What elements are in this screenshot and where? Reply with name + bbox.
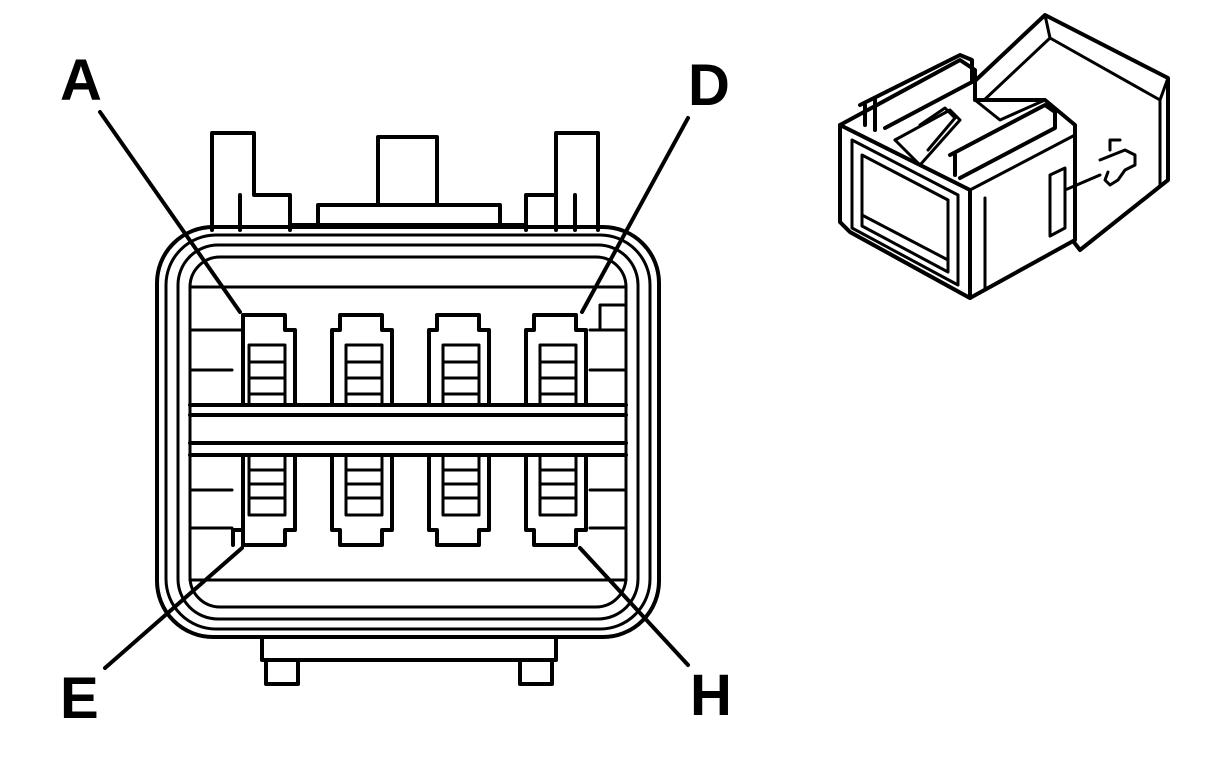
leader-line-d bbox=[580, 116, 690, 314]
pin-label-d: D bbox=[688, 53, 730, 118]
leader-line-e bbox=[103, 546, 244, 670]
leader-line-a bbox=[98, 110, 242, 314]
leader-line-h bbox=[578, 546, 690, 667]
connector-isometric-view bbox=[838, 13, 1170, 300]
cavity-b bbox=[330, 313, 394, 407]
pin-label-a: A bbox=[60, 48, 102, 113]
connector-face: A D E H bbox=[60, 48, 732, 731]
pin-label-h: H bbox=[690, 663, 732, 728]
cavity-d bbox=[524, 313, 588, 407]
cavity-e bbox=[231, 453, 297, 547]
cavity-f bbox=[330, 453, 394, 547]
bottom-foot bbox=[260, 635, 558, 686]
internal-walls bbox=[188, 285, 628, 582]
top-latch-tabs bbox=[210, 131, 600, 232]
cavity-a bbox=[231, 313, 297, 407]
cavity-c bbox=[427, 313, 491, 407]
cavity-row-top bbox=[231, 313, 588, 407]
cavity-row-bottom bbox=[231, 453, 588, 547]
pin-label-e: E bbox=[60, 666, 99, 731]
pin-labels: A D E H bbox=[60, 48, 732, 731]
leader-lines bbox=[98, 110, 690, 670]
cavity-g bbox=[427, 453, 491, 547]
connector-shell bbox=[155, 225, 661, 639]
cavity-h bbox=[524, 453, 588, 547]
